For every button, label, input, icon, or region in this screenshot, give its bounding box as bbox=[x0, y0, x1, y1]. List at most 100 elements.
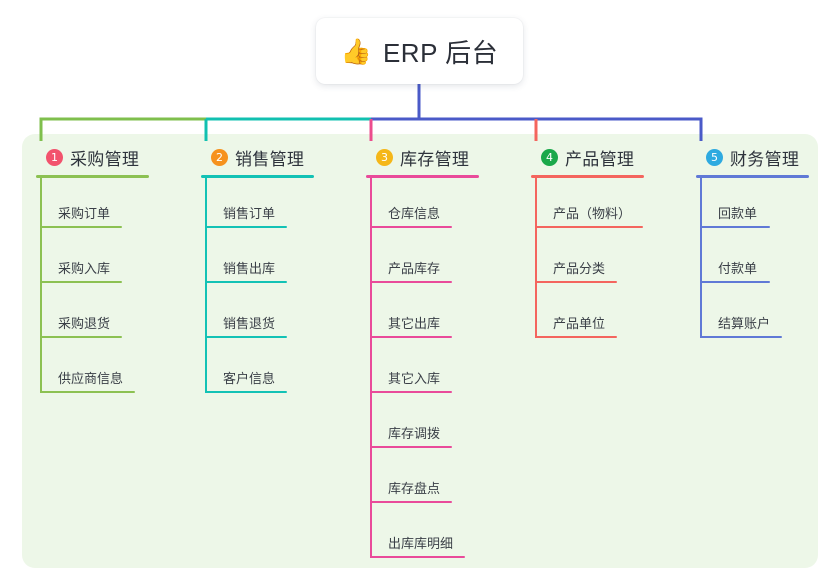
diagram-panel bbox=[22, 134, 818, 568]
branch-item-underline bbox=[40, 226, 122, 228]
branch-stem bbox=[370, 178, 372, 558]
branch-item-underline bbox=[370, 501, 452, 503]
branch-number-badge: 1 bbox=[46, 148, 63, 166]
branch-item[interactable]: 客户信息 bbox=[201, 343, 314, 398]
branch-item-underline bbox=[205, 281, 287, 283]
branch-items: 采购订单采购入库采购退货供应商信息 bbox=[36, 178, 149, 398]
branch-item-underline bbox=[370, 391, 452, 393]
branch-stem bbox=[700, 178, 702, 338]
branch-title: 销售管理 bbox=[235, 149, 305, 169]
branch-number-badge: 3 bbox=[376, 148, 393, 166]
branch-underline bbox=[696, 175, 809, 178]
branch-title: 采购管理 bbox=[70, 149, 140, 169]
branch-item-label: 销售出库 bbox=[223, 261, 276, 276]
branch-underline bbox=[201, 175, 314, 178]
branch-item-label: 库存调拨 bbox=[388, 426, 441, 441]
branch-item-label: 采购退货 bbox=[58, 316, 111, 331]
branch-title: 财务管理 bbox=[730, 149, 800, 169]
branch-item[interactable]: 采购入库 bbox=[36, 233, 149, 288]
branch-item-underline bbox=[370, 336, 452, 338]
branch-item-underline bbox=[370, 556, 465, 558]
branch-item-underline bbox=[700, 336, 782, 338]
branch-item-label: 产品（物料） bbox=[553, 206, 632, 221]
branch-item[interactable]: 销售出库 bbox=[201, 233, 314, 288]
branch-item[interactable]: 其它出库 bbox=[366, 288, 479, 343]
branch-item-label: 供应商信息 bbox=[58, 371, 124, 386]
branch-item-label: 采购入库 bbox=[58, 261, 111, 276]
branch-item-underline bbox=[205, 391, 287, 393]
branch-item-underline bbox=[370, 281, 452, 283]
branch-header[interactable]: 3 库存管理 bbox=[366, 144, 479, 170]
branch-item[interactable]: 回款单 bbox=[696, 178, 809, 233]
branch-item-label: 销售退货 bbox=[223, 316, 276, 331]
branch-item[interactable]: 产品分类 bbox=[531, 233, 644, 288]
branch-item[interactable]: 销售退货 bbox=[201, 288, 314, 343]
branch-number-badge: 2 bbox=[211, 148, 228, 166]
branch-item-underline bbox=[40, 336, 122, 338]
branch-column: 5 财务管理回款单付款单结算账户 bbox=[696, 144, 809, 343]
root-node-label: ERP 后台 bbox=[382, 37, 499, 68]
branch-number-badge: 4 bbox=[541, 148, 558, 166]
branch-item[interactable]: 产品库存 bbox=[366, 233, 479, 288]
branch-item[interactable]: 采购订单 bbox=[36, 178, 149, 233]
branch-item-underline bbox=[700, 281, 770, 283]
branch-item-underline bbox=[370, 226, 452, 228]
branch-item-label: 产品库存 bbox=[388, 261, 441, 276]
branch-item[interactable]: 采购退货 bbox=[36, 288, 149, 343]
branch-item[interactable]: 出库库明细 bbox=[366, 508, 479, 563]
branch-item-underline bbox=[205, 226, 287, 228]
branch-item[interactable]: 付款单 bbox=[696, 233, 809, 288]
branch-item-underline bbox=[700, 226, 770, 228]
root-node[interactable]: 👍 ERP 后台 bbox=[316, 18, 523, 84]
branch-item[interactable]: 供应商信息 bbox=[36, 343, 149, 398]
branch-header[interactable]: 4 产品管理 bbox=[531, 144, 644, 170]
branch-item-label: 仓库信息 bbox=[388, 206, 441, 221]
branch-header[interactable]: 5 财务管理 bbox=[696, 144, 809, 170]
branch-title: 产品管理 bbox=[565, 149, 635, 169]
branch-item-label: 其它入库 bbox=[388, 371, 441, 386]
branch-item[interactable]: 产品（物料） bbox=[531, 178, 644, 233]
branch-item-label: 采购订单 bbox=[58, 206, 111, 221]
branch-item-label: 结算账户 bbox=[718, 316, 771, 331]
branch-item-underline bbox=[205, 336, 287, 338]
branch-item-underline bbox=[535, 226, 643, 228]
branch-column: 1 采购管理采购订单采购入库采购退货供应商信息 bbox=[36, 144, 149, 398]
branch-item-underline bbox=[535, 281, 617, 283]
branch-item-label: 客户信息 bbox=[223, 371, 276, 386]
branch-item[interactable]: 产品单位 bbox=[531, 288, 644, 343]
branch-items: 仓库信息产品库存其它出库其它入库库存调拨库存盘点出库库明细 bbox=[366, 178, 479, 563]
branch-column: 2 销售管理销售订单销售出库销售退货客户信息 bbox=[201, 144, 314, 398]
branch-stem bbox=[205, 178, 207, 393]
branch-item-underline bbox=[40, 281, 122, 283]
branch-number-badge: 5 bbox=[706, 148, 723, 166]
branch-column: 4 产品管理产品（物料） 产品分类产品单位 bbox=[531, 144, 644, 343]
branch-item-label: 其它出库 bbox=[388, 316, 441, 331]
branch-item-label: 付款单 bbox=[718, 261, 758, 276]
branch-item[interactable]: 销售订单 bbox=[201, 178, 314, 233]
branch-item-label: 回款单 bbox=[718, 206, 758, 221]
branch-item-label: 库存盘点 bbox=[388, 481, 441, 496]
branch-item[interactable]: 库存盘点 bbox=[366, 453, 479, 508]
branch-header[interactable]: 2 销售管理 bbox=[201, 144, 314, 170]
thumbs-up-icon: 👍 bbox=[340, 36, 372, 66]
branch-item[interactable]: 结算账户 bbox=[696, 288, 809, 343]
branch-item-label: 产品分类 bbox=[553, 261, 606, 276]
branch-item[interactable]: 仓库信息 bbox=[366, 178, 479, 233]
branch-item-underline bbox=[40, 391, 135, 393]
branch-underline bbox=[366, 175, 479, 178]
branch-item[interactable]: 库存调拨 bbox=[366, 398, 479, 453]
branch-item-label: 销售订单 bbox=[223, 206, 276, 221]
branch-column: 3 库存管理仓库信息产品库存其它出库其它入库库存调拨库存盘点出库库明细 bbox=[366, 144, 479, 563]
branch-header[interactable]: 1 采购管理 bbox=[36, 144, 149, 170]
branch-items: 产品（物料） 产品分类产品单位 bbox=[531, 178, 644, 343]
branch-item[interactable]: 其它入库 bbox=[366, 343, 479, 398]
branch-items: 回款单付款单结算账户 bbox=[696, 178, 809, 343]
branch-stem bbox=[40, 178, 42, 393]
branch-stem bbox=[535, 178, 537, 338]
branch-item-label: 出库库明细 bbox=[388, 536, 454, 551]
branch-item-underline bbox=[370, 446, 452, 448]
branch-item-label: 产品单位 bbox=[553, 316, 606, 331]
branch-item-underline bbox=[535, 336, 617, 338]
branch-title: 库存管理 bbox=[400, 149, 470, 169]
